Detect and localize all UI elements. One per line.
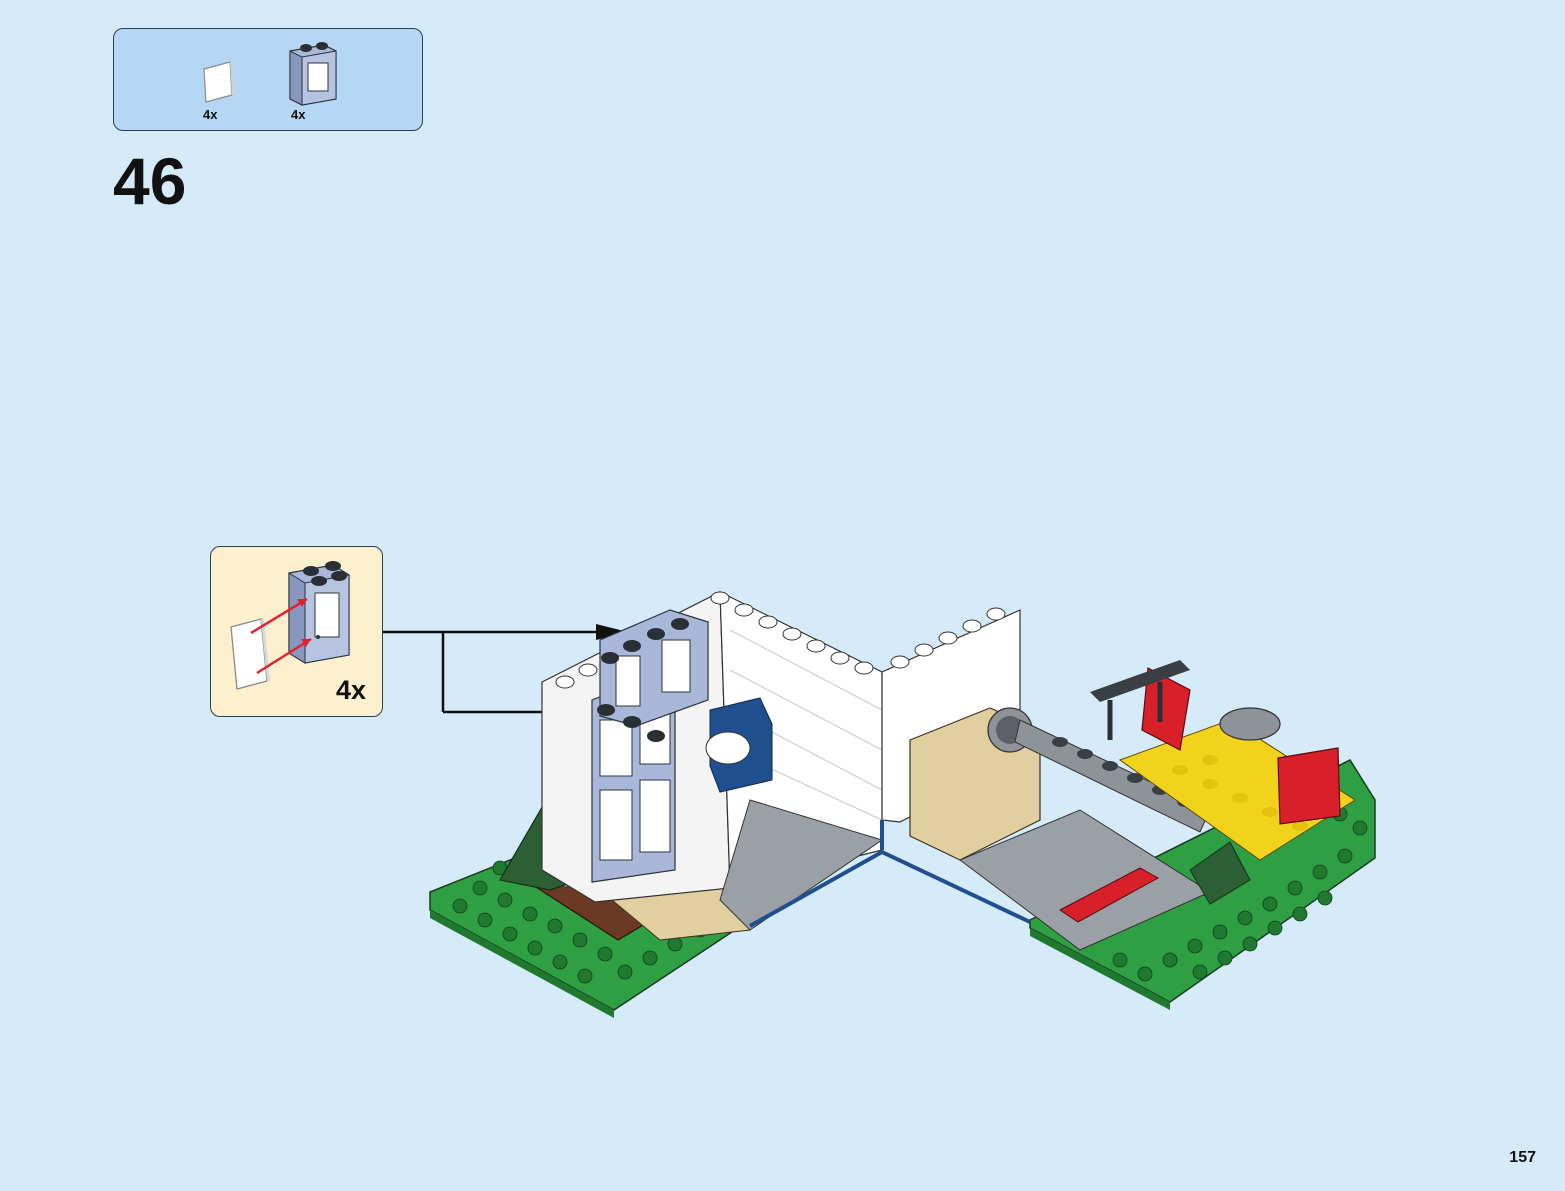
callout-qty: 4x xyxy=(336,675,366,706)
parts-list-box: 4x 4x xyxy=(113,28,423,131)
step-number: 46 xyxy=(113,148,186,214)
sub-assembly-callout: 4x xyxy=(210,546,383,717)
house-model-illustration xyxy=(420,570,1420,1030)
page-number: 157 xyxy=(1509,1149,1536,1167)
glass-pane-icon xyxy=(200,59,236,105)
window-frame-qty: 4x xyxy=(291,107,305,122)
glass-pane-qty: 4x xyxy=(203,107,217,122)
window-frame-icon xyxy=(284,41,344,107)
